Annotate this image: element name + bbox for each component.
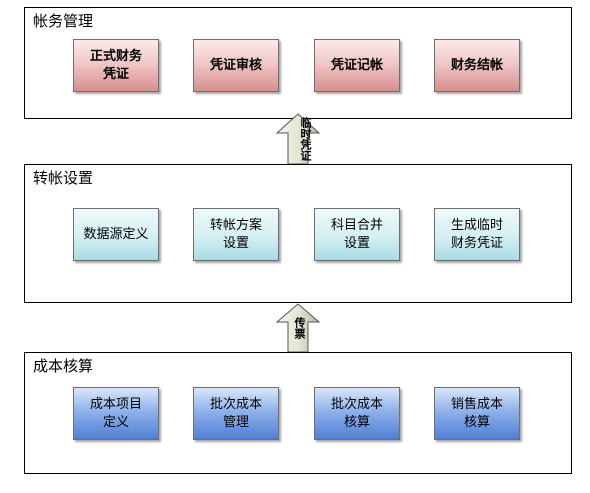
batch-cost-accounting-box: 批次成本 核算 [314, 387, 400, 440]
batch-cost-accounting-label: 批次成本 核算 [330, 396, 383, 430]
finance-management-panel: 帐务管理 正式财务 凭证 凭证审核 凭证记帐 财务结帐 [24, 7, 572, 119]
voucher-posting-label: 凭证记帐 [330, 57, 383, 73]
data-source-definition-box: 数据源定义 [73, 208, 159, 261]
cost-accounting-panel: 成本核算 成本项目 定义 批次成本 管理 批次成本 核算 销售成本 核算 [24, 352, 572, 474]
voucher-posting-box: 凭证记帐 [314, 39, 400, 92]
transfer-scheme-setting-box: 转帐方案 设置 [193, 208, 279, 261]
sales-cost-accounting-label: 销售成本 核算 [450, 396, 503, 430]
financial-closing-label: 财务结帐 [450, 57, 503, 73]
formal-voucher-box: 正式财务 凭证 [73, 39, 159, 92]
financial-closing-box: 财务结帐 [434, 39, 520, 92]
generate-temporary-voucher-label: 生成临时 财务凭证 [450, 217, 503, 251]
formal-voucher-label: 正式财务 凭证 [89, 48, 142, 82]
temporary-voucher-arrow: 临时凭证 [275, 113, 321, 165]
voucher-audit-label: 凭证审核 [209, 57, 262, 73]
data-source-definition-label: 数据源定义 [83, 226, 149, 242]
account-merge-setting-label: 科目合并 设置 [330, 217, 383, 251]
voucher-audit-box: 凭证审核 [193, 39, 279, 92]
batch-cost-management-box: 批次成本 管理 [193, 387, 279, 440]
sales-cost-accounting-box: 销售成本 核算 [434, 387, 520, 440]
transfer-settings-panel: 转帐设置 数据源定义 转帐方案 设置 科目合并 设置 生成临时 财务凭证 [24, 164, 572, 303]
cost-accounting-title: 成本核算 [33, 357, 94, 375]
transfer-scheme-setting-label: 转帐方案 设置 [209, 217, 262, 251]
account-merge-setting-box: 科目合并 设置 [314, 208, 400, 261]
temporary-voucher-label: 临时凭证 [299, 117, 312, 161]
finance-management-title: 帐务管理 [33, 12, 94, 30]
transfer-settings-title: 转帐设置 [33, 169, 94, 187]
cost-item-definition-label: 成本项目 定义 [89, 396, 142, 430]
voucher-transfer-label: 传票 [293, 317, 306, 339]
cost-item-definition-box: 成本项目 定义 [73, 387, 159, 440]
batch-cost-management-label: 批次成本 管理 [209, 396, 262, 430]
generate-temporary-voucher-box: 生成临时 财务凭证 [434, 208, 520, 261]
voucher-transfer-arrow: 传票 [275, 303, 321, 353]
